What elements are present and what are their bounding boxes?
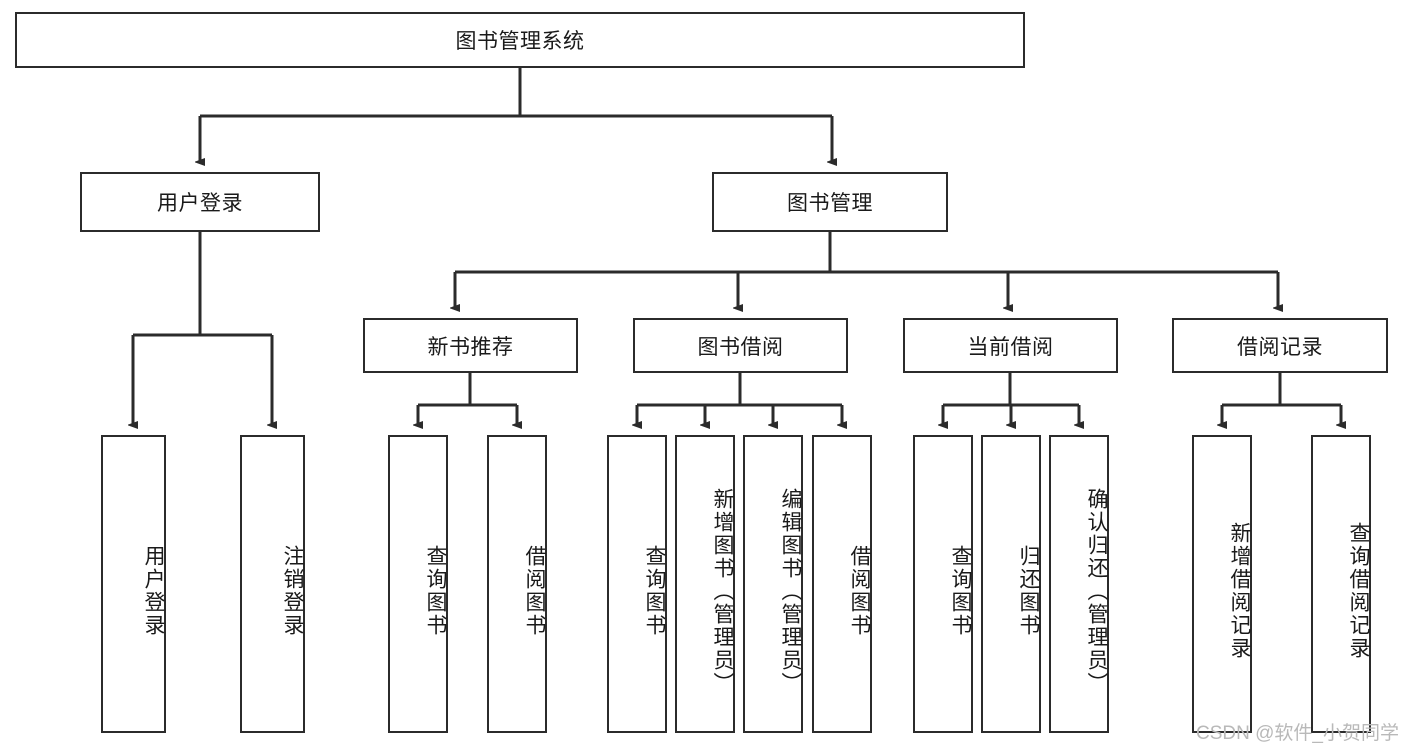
- node-user-login[interactable]: 用户登录: [80, 172, 320, 232]
- node-label: 用户登录: [157, 192, 243, 215]
- node-label: 查询图书: [949, 545, 972, 637]
- node-label: 归还图书: [1017, 545, 1040, 637]
- node-label: 新增图书（管理员）: [711, 487, 734, 695]
- node-label: 查询借阅记录: [1347, 522, 1370, 660]
- node-label: 新增借阅记录: [1228, 522, 1251, 660]
- node-book-borrow[interactable]: 图书借阅: [633, 318, 848, 373]
- node-label: 用户登录: [142, 545, 165, 637]
- node-label: 图书借阅: [697, 335, 784, 359]
- node-label: 借阅记录: [1237, 335, 1323, 359]
- node-label: 查询图书: [643, 545, 666, 637]
- node-leaf-edit-book[interactable]: 编辑图书（管理员）: [743, 435, 803, 733]
- node-label: 借阅图书: [848, 545, 871, 637]
- node-leaf-query-book-1[interactable]: 查询图书: [388, 435, 448, 733]
- node-label: 图书管理: [787, 192, 873, 215]
- node-borrow-record[interactable]: 借阅记录: [1172, 318, 1388, 373]
- node-book-management[interactable]: 图书管理: [712, 172, 948, 232]
- node-label: 借阅图书: [523, 545, 546, 637]
- node-leaf-logout[interactable]: 注销登录: [240, 435, 305, 733]
- node-label: 注销登录: [281, 545, 304, 637]
- node-book-management-system[interactable]: 图书管理系统: [15, 12, 1025, 68]
- node-new-book-recommend[interactable]: 新书推荐: [363, 318, 578, 373]
- node-label: 图书管理系统: [455, 30, 585, 53]
- node-leaf-add-record[interactable]: 新增借阅记录: [1192, 435, 1252, 733]
- node-label: 查询图书: [424, 545, 447, 637]
- node-leaf-add-book[interactable]: 新增图书（管理员）: [675, 435, 735, 733]
- node-leaf-query-book-3[interactable]: 查询图书: [913, 435, 973, 733]
- node-label: 当前借阅: [967, 335, 1054, 359]
- node-label: 新书推荐: [427, 335, 514, 359]
- node-leaf-query-record[interactable]: 查询借阅记录: [1311, 435, 1371, 733]
- node-leaf-user-login[interactable]: 用户登录: [101, 435, 166, 733]
- node-leaf-borrow-book-1[interactable]: 借阅图书: [487, 435, 547, 733]
- node-leaf-query-book-2[interactable]: 查询图书: [607, 435, 667, 733]
- node-leaf-confirm-return[interactable]: 确认归还（管理员）: [1049, 435, 1109, 733]
- node-label: 编辑图书（管理员）: [779, 487, 802, 695]
- node-leaf-return-book[interactable]: 归还图书: [981, 435, 1041, 733]
- node-label: 确认归还（管理员）: [1085, 487, 1108, 695]
- node-leaf-borrow-book-2[interactable]: 借阅图书: [812, 435, 872, 733]
- node-current-borrow[interactable]: 当前借阅: [903, 318, 1118, 373]
- csdn-watermark: CSDN @软件_小贺同学: [1196, 723, 1399, 744]
